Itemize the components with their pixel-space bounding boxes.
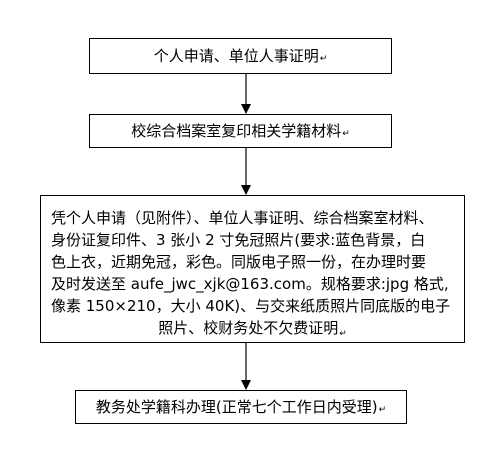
flow-step-required-materials: 凭个人申请（见附件）、单位人事证明、综合档案室材料、 身份证复印件、3 张小 2… (40, 195, 465, 343)
flow-step-3-line-2: 身份证复印件、3 张小 2 寸免冠照片(要求:蓝色背景，白 (51, 231, 426, 249)
flow-step-3-line-6: 照片、校财务处不欠费证明↵ (51, 317, 454, 342)
flow-step-3-line-3: 色上衣，近期免冠，彩色。同版电子照一份，在办理时要 (51, 253, 427, 271)
flow-step-1-text: 个人申请、单位人事证明 (153, 46, 319, 65)
flow-step-archive-copy: 校综合档案室复印相关学籍材料 ↵ (89, 114, 392, 148)
flow-step-personal-application: 个人申请、单位人事证明 ↵ (89, 38, 392, 74)
flow-step-3-line-6-text: 照片、校财务处不欠费证明 (158, 319, 339, 337)
paragraph-mark-icon: ↵ (378, 405, 387, 415)
paragraph-mark-icon: ↵ (342, 129, 350, 139)
flow-step-registrar-processing: 教务处学籍科办理(正常七个工作日内受理) ↵ (75, 390, 407, 424)
flow-step-3-line-1: 凭个人申请（见附件）、单位人事证明、综合档案室材料、 (51, 209, 434, 227)
flow-step-3-line-4: 及时发送至 aufe_jwc_xjk@163.com。规格要求:jpg 格式, (51, 275, 449, 293)
flow-step-3-line-5: 像素 150×210，大小 40K)、与交来纸质照片同底版的电子 (51, 297, 451, 315)
paragraph-mark-icon: ↵ (339, 329, 347, 339)
paragraph-mark-icon: ↵ (319, 54, 328, 64)
flow-step-4-text: 教务处学籍科办理(正常七个工作日内受理) (95, 397, 378, 416)
flow-step-2-text: 校综合档案室复印相关学籍材料 (131, 121, 342, 140)
